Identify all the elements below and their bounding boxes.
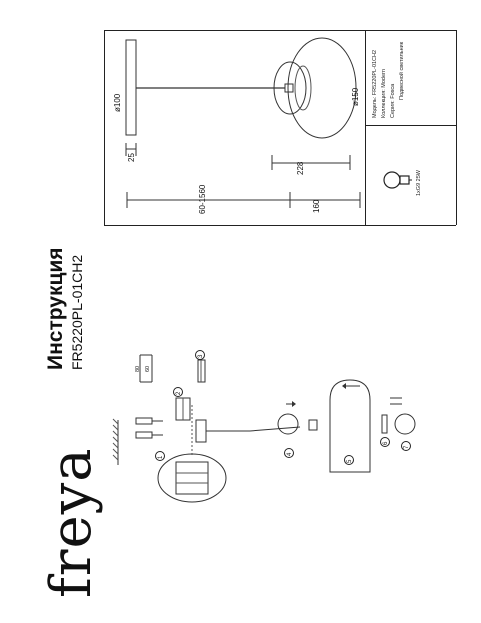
- spec-divider-line: [365, 125, 456, 126]
- part-number-2: 2: [176, 391, 182, 395]
- frame-top-line: [104, 30, 456, 31]
- frame-left-line: [104, 30, 105, 225]
- part-number-1: 1: [158, 455, 164, 459]
- part-number-3: 3: [198, 354, 204, 358]
- screw-dim-60: 60: [145, 365, 151, 372]
- frame-divider-line: [104, 225, 456, 226]
- screw-dim-80: 80: [135, 365, 141, 372]
- part-number-6: 6: [383, 441, 389, 445]
- frame-right-line: [456, 30, 457, 225]
- part-number-5: 5: [347, 459, 353, 463]
- part-number-7: 7: [404, 445, 410, 449]
- part-number-4: 4: [287, 452, 293, 456]
- frame-spec-line: [365, 30, 366, 225]
